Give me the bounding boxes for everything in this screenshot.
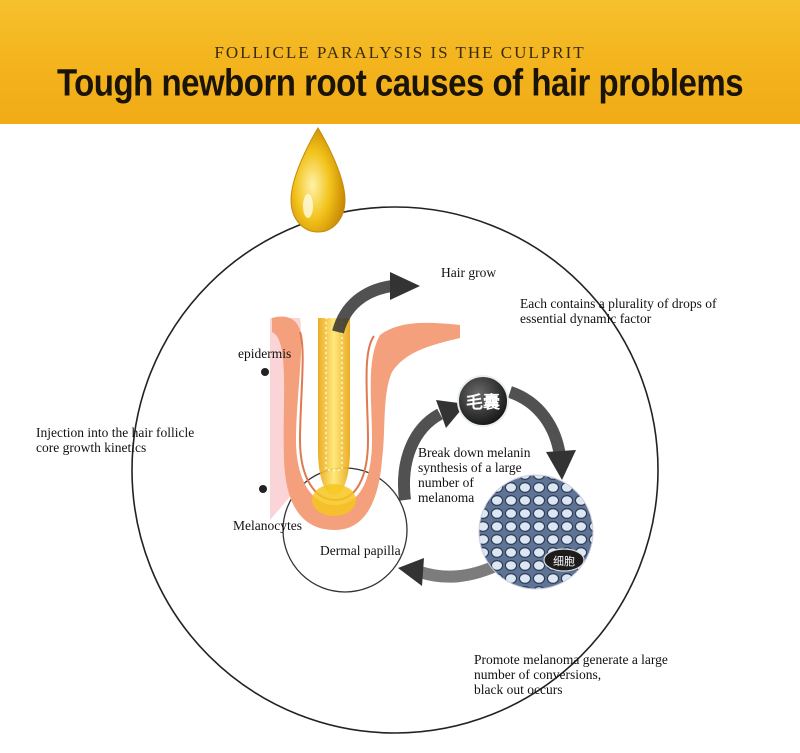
hair-follicle [270, 316, 460, 530]
banner-title: Tough newborn root causes of hair proble… [56, 61, 744, 104]
header-banner: FOLLICLE PARALYSIS IS THE CULPRIT Tough … [0, 0, 800, 124]
cell-circle-outline [478, 474, 594, 590]
label-plurality: Each contains a plurality of drops of es… [520, 296, 717, 326]
follicle-badge-text: 毛囊 [466, 392, 500, 413]
cell-badge: 细胞 [543, 548, 585, 572]
outer-circle [131, 206, 659, 734]
arrow-bottom-left-icon [398, 558, 503, 586]
melanocyte-dot [259, 485, 267, 493]
label-promote: Promote melanoma generate a large number… [474, 652, 668, 697]
label-injection: Injection into the hair follicle core gr… [36, 425, 195, 455]
label-melanocytes: Melanocytes [233, 518, 302, 533]
melanocyte-dot [261, 368, 269, 376]
banner-subtitle: FOLLICLE PARALYSIS IS THE CULPRIT [214, 43, 586, 62]
oil-drop-icon [290, 127, 346, 233]
label-hair-grow: Hair grow [441, 265, 497, 280]
arrow-hair-grow-icon [332, 272, 420, 334]
cell-badge-text: 细胞 [553, 555, 575, 568]
label-break-down: Break down melanin synthesis of a large … [418, 445, 531, 505]
arrow-right-down-icon [507, 386, 576, 480]
label-epidermis: epidermis [238, 346, 292, 361]
follicle-badge: 毛囊 [457, 375, 509, 427]
label-dermal-papilla: Dermal papilla [320, 543, 401, 558]
